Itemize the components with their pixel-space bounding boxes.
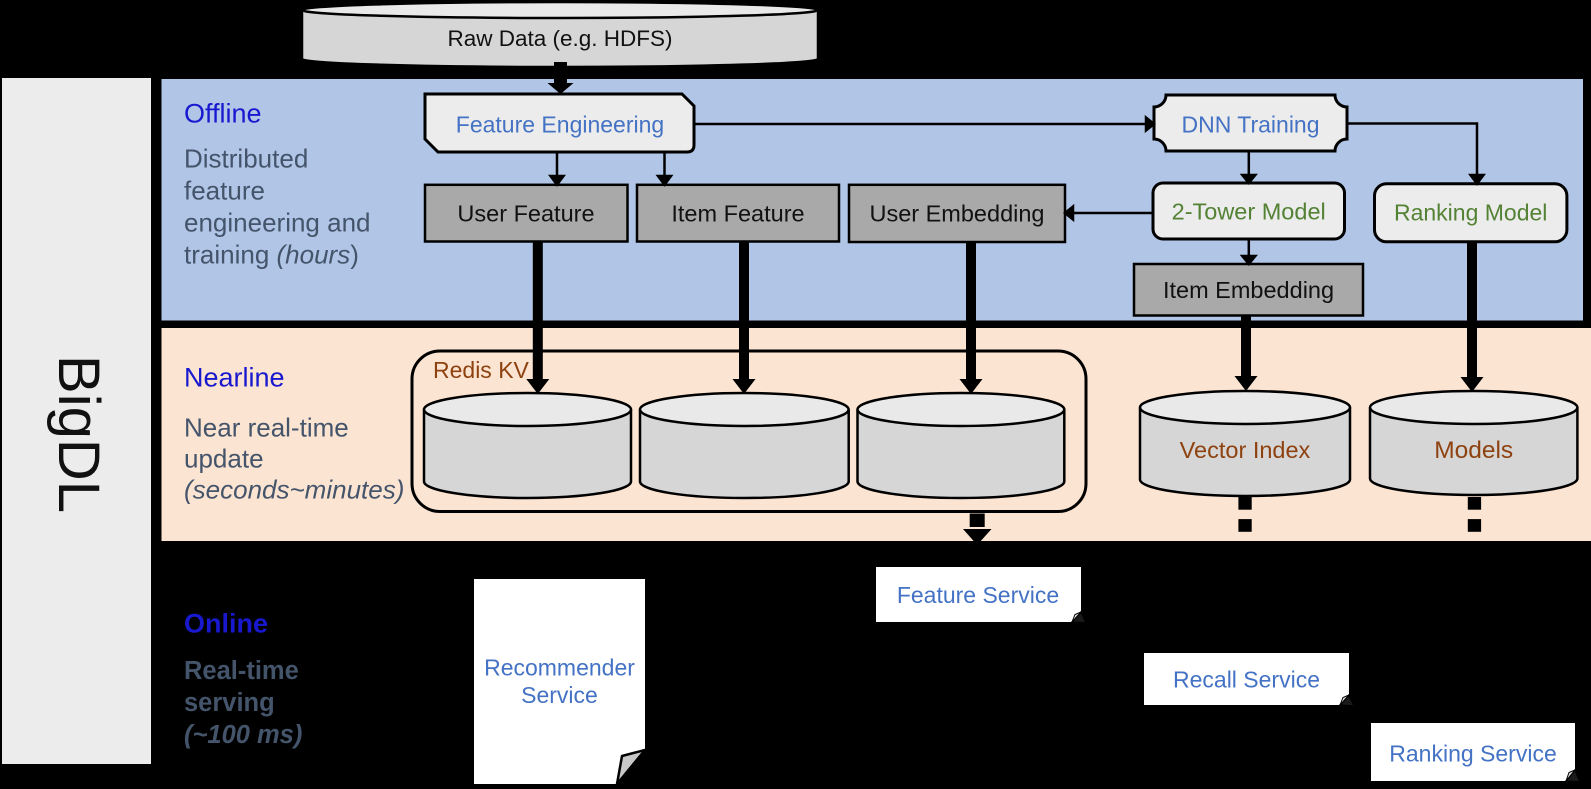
svg-text:Recall Service: Recall Service — [1173, 667, 1320, 693]
svg-text:DNN Training: DNN Training — [1181, 112, 1319, 138]
svg-text:training (hours): training (hours) — [184, 240, 359, 270]
svg-text:User Embedding: User Embedding — [869, 201, 1044, 227]
svg-text:Offline: Offline — [184, 99, 262, 129]
svg-text:Online: Online — [184, 609, 268, 639]
svg-text:(seconds~minutes): (seconds~minutes) — [184, 475, 404, 505]
svg-text:Service: Service — [521, 682, 598, 708]
svg-text:Nearline: Nearline — [184, 363, 285, 393]
svg-text:Vector Index: Vector Index — [1180, 437, 1311, 463]
svg-text:User Feature: User Feature — [457, 201, 594, 227]
svg-text:engineering and: engineering and — [184, 208, 371, 238]
svg-text:Raw Data (e.g. HDFS): Raw Data (e.g. HDFS) — [447, 26, 672, 51]
svg-text:serving: serving — [184, 689, 275, 717]
svg-text:Recommender: Recommender — [484, 655, 635, 681]
svg-text:Ranking Service: Ranking Service — [1389, 741, 1556, 767]
svg-text:BigDL: BigDL — [46, 355, 111, 513]
svg-text:Item Embedding: Item Embedding — [1163, 277, 1334, 303]
svg-text:Distributed: Distributed — [184, 144, 308, 174]
svg-text:Redis KV: Redis KV — [433, 357, 530, 383]
svg-text:feature: feature — [184, 176, 265, 206]
svg-text:Item Feature: Item Feature — [671, 201, 804, 227]
svg-text:Feature Engineering: Feature Engineering — [456, 112, 664, 138]
svg-text:Models: Models — [1434, 437, 1513, 464]
svg-text:update: update — [184, 444, 264, 474]
svg-text:(~100 ms): (~100 ms) — [184, 721, 302, 749]
svg-text:2-Tower Model: 2-Tower Model — [1172, 199, 1326, 225]
svg-text:Ranking Model: Ranking Model — [1394, 200, 1547, 226]
svg-text:Feature Service: Feature Service — [897, 582, 1059, 608]
svg-text:Real-time: Real-time — [184, 657, 299, 685]
svg-text:Near real-time: Near real-time — [184, 413, 349, 443]
